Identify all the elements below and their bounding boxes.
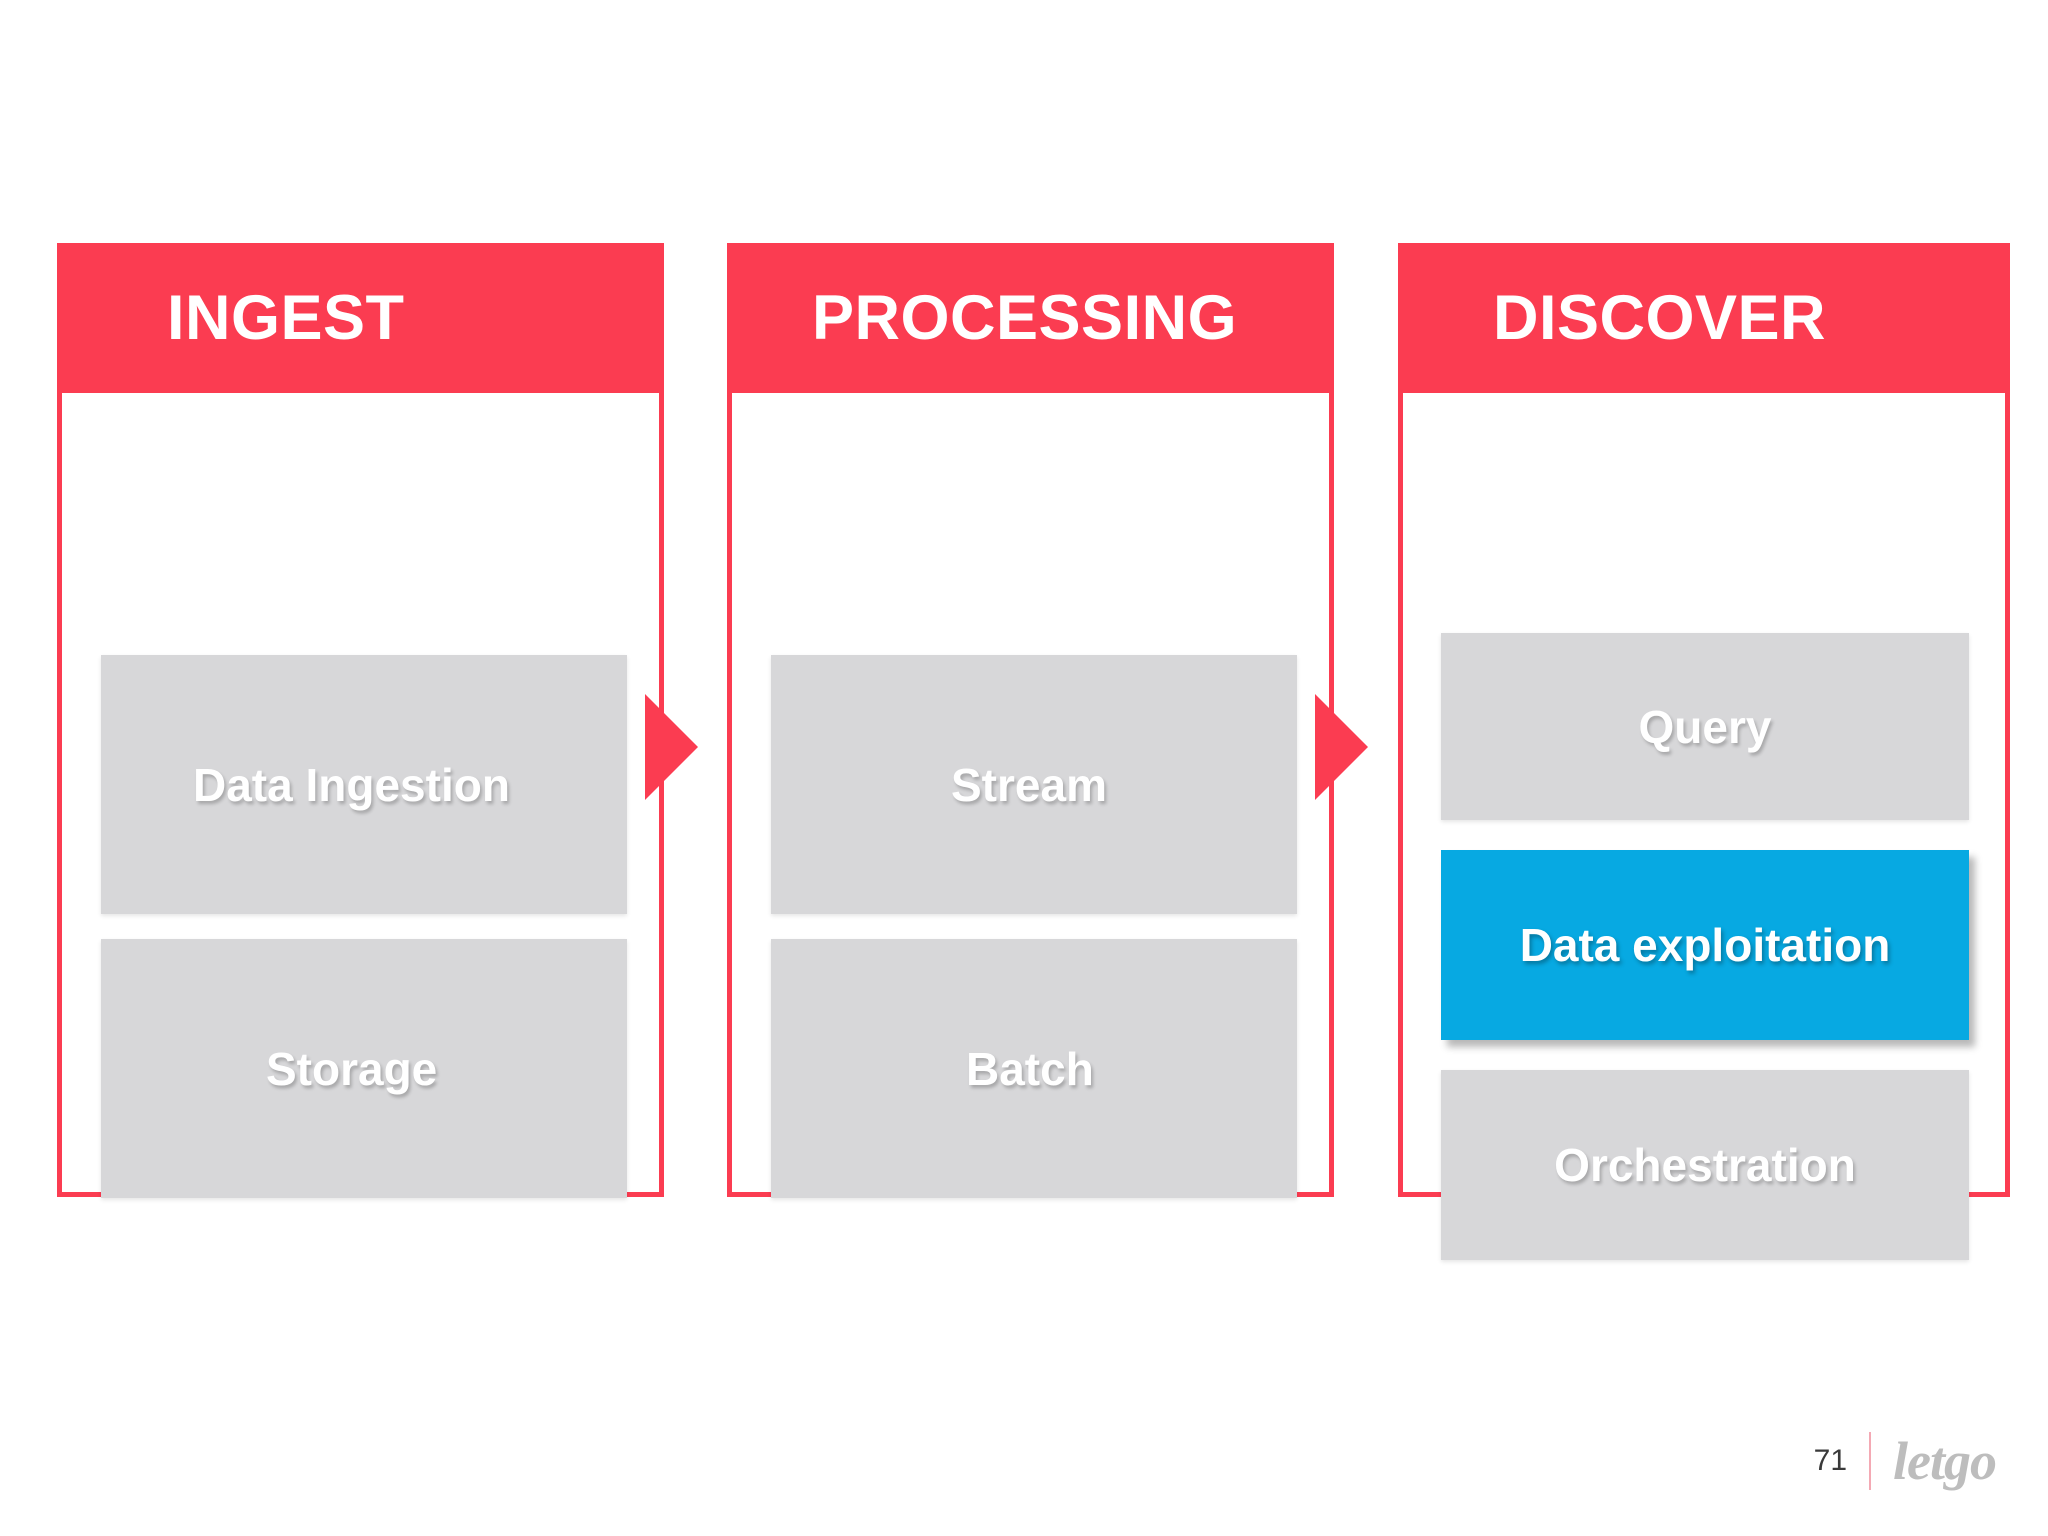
item-label-data-ingestion: Data Ingestion: [193, 758, 510, 811]
slide-footer: 71 letgo: [1813, 1428, 1997, 1494]
item-box-query[interactable]: Query: [1441, 633, 1969, 820]
item-label-storage: Storage: [266, 1042, 438, 1095]
item-label-data-exploitation: Data exploitation: [1519, 919, 1891, 971]
page-number: 71: [1813, 1444, 1848, 1477]
panel-discover-body: Query Data exploitation Orchestration: [1403, 398, 2005, 1260]
panel-discover-title: DISCOVER: [1493, 282, 1827, 353]
panel-ingest-header: INGEST: [57, 243, 664, 393]
item-box-stream[interactable]: Stream: [771, 655, 1297, 914]
panel-discover-header: DISCOVER: [1398, 243, 2010, 393]
panel-processing-body: Stream Batch: [732, 398, 1329, 1198]
footer-divider: [1869, 1432, 1872, 1490]
item-label-orchestration: Orchestration: [1554, 1139, 1856, 1191]
arrow-right-icon-ingest-to-processing: [645, 694, 698, 800]
letgo-logo: letgo: [1893, 1431, 1997, 1491]
panel-ingest-title: INGEST: [167, 282, 405, 353]
panel-ingest: INGEST Data Ingestion Storage: [57, 243, 664, 1198]
item-box-batch[interactable]: Batch: [771, 939, 1297, 1198]
item-label-batch: Batch: [966, 1042, 1094, 1095]
panel-processing: PROCESSING Stream Batch: [727, 243, 1334, 1198]
panel-discover: DISCOVER Query Data exploitation Orchest…: [1398, 243, 2010, 1260]
panel-processing-header: PROCESSING: [727, 243, 1334, 393]
item-box-orchestration[interactable]: Orchestration: [1441, 1070, 1969, 1260]
item-box-data-exploitation[interactable]: Data exploitation: [1441, 850, 1969, 1040]
panel-ingest-body: Data Ingestion Storage: [62, 398, 659, 1198]
item-box-data-ingestion[interactable]: Data Ingestion: [101, 655, 627, 914]
arrow-right-icon-processing-to-discover: [1315, 694, 1368, 800]
panel-processing-title: PROCESSING: [812, 282, 1238, 353]
item-label-stream: Stream: [951, 758, 1107, 811]
item-label-query: Query: [1638, 700, 1772, 753]
item-box-storage[interactable]: Storage: [101, 939, 627, 1198]
